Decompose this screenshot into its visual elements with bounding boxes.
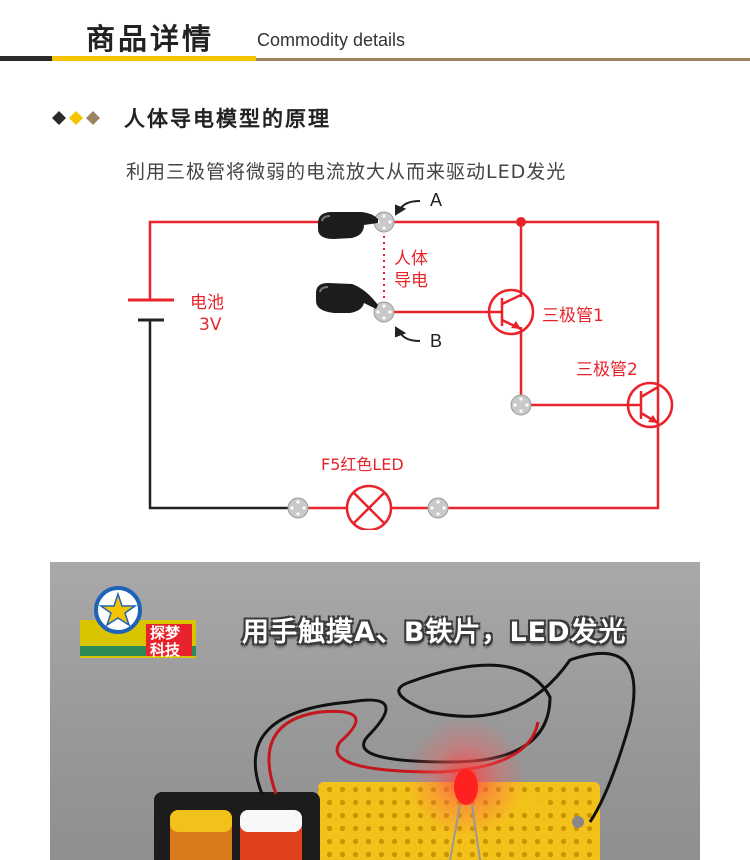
product-illustration — [154, 651, 636, 860]
header-title-en: Commodity details — [257, 30, 406, 50]
section-title: 人体导电模型的原理 — [124, 107, 331, 131]
diamond-bullets-icon — [52, 111, 100, 125]
brand-logo: 探梦 科技 — [80, 584, 196, 659]
node-t1-emitter — [510, 394, 532, 416]
header: 商品详情 Commodity details — [0, 0, 750, 64]
label-battery-line2: 3V — [199, 315, 222, 335]
logo-text-line1: 探梦 — [150, 624, 181, 642]
wire-negative — [148, 320, 290, 510]
logo-text-line2: 科技 — [150, 641, 181, 659]
circuit-diagram: A B 人体 导电 电池 3V 三极管1 三极管2 F5红色LED — [128, 190, 674, 530]
label-body-line1: 人体 — [394, 249, 428, 269]
label-transistor-2: 三极管2 — [576, 360, 638, 380]
header-bar-tan — [256, 58, 750, 61]
node-led-right — [427, 497, 449, 519]
header-bar-gold — [52, 56, 256, 61]
wire-top — [148, 220, 382, 300]
label-body-line2: 导电 — [394, 271, 428, 291]
contact-nodes — [287, 211, 532, 519]
header-bar-dark — [0, 56, 52, 61]
led-bulb — [454, 769, 478, 805]
pointer-arrows — [395, 200, 421, 342]
led-symbol — [345, 484, 393, 530]
transistor-1-symbol — [487, 288, 535, 336]
label-transistor-1: 三极管1 — [542, 306, 604, 326]
header-title-cn: 商品详情 — [86, 22, 215, 56]
battery-symbol — [128, 298, 174, 322]
photo-caption: 用手触摸A、B铁片，LED发光 — [242, 617, 627, 648]
node-b — [373, 301, 395, 323]
node-led-left — [287, 497, 309, 519]
label-led: F5红色LED — [321, 455, 404, 474]
label-point-b: B — [430, 331, 442, 351]
product-photo: 探梦 科技 用手触摸A、B铁片，LED发光 — [50, 562, 700, 860]
hand-bottom-icon — [316, 283, 378, 313]
section-description: 利用三极管将微弱的电流放大从而来驱动LED发光 — [126, 161, 567, 183]
wire-black-photo — [253, 651, 636, 823]
hand-top-icon — [318, 212, 378, 239]
transistor-2-symbol — [626, 381, 674, 429]
label-point-a: A — [430, 190, 442, 210]
junction-dot — [516, 217, 526, 227]
label-battery-line1: 电池 — [190, 293, 224, 313]
